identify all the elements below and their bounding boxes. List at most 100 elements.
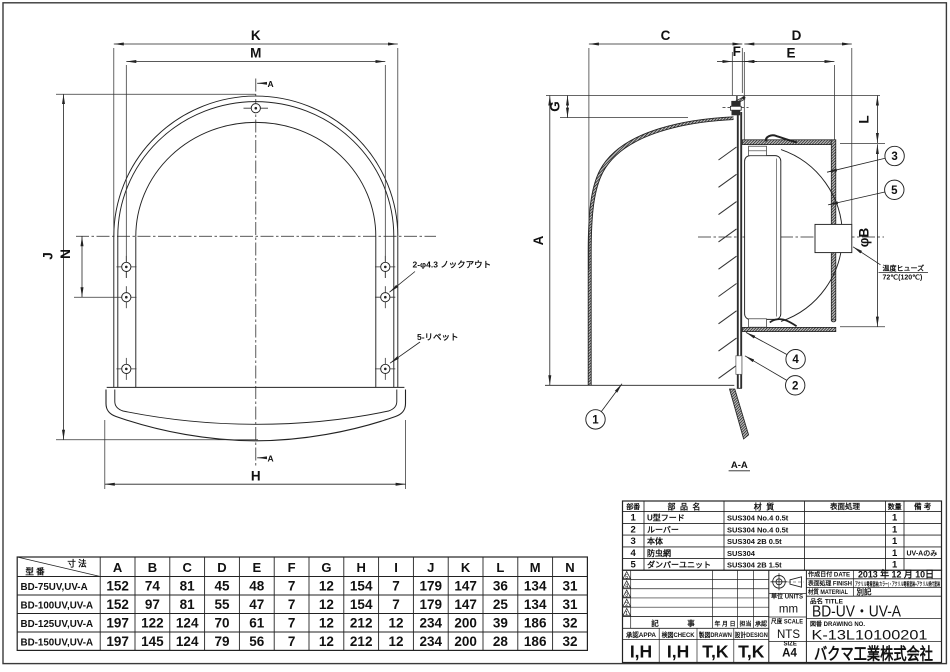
svg-text:T,K: T,K: [738, 642, 765, 662]
svg-text:ダンパーユニット: ダンパーユニット: [647, 560, 711, 570]
svg-text:製図DRAWN: 製図DRAWN: [698, 630, 732, 639]
svg-text:1: 1: [892, 560, 898, 571]
svg-text:バクマ工業株式会社: バクマ工業株式会社: [814, 644, 933, 664]
svg-text:1: 1: [592, 414, 599, 426]
svg-text:1: 1: [892, 513, 898, 524]
svg-text:7: 7: [392, 579, 400, 594]
svg-text:E: E: [252, 560, 261, 575]
svg-text:5-リベット: 5-リベット: [417, 332, 459, 342]
svg-text:材 質: 材 質: [754, 502, 774, 512]
svg-text:212: 212: [350, 634, 373, 649]
svg-text:1: 1: [892, 536, 898, 547]
svg-text:12: 12: [319, 597, 334, 612]
svg-text:温度ヒューズ: 温度ヒューズ: [883, 264, 925, 273]
svg-text:型 番: 型 番: [25, 567, 45, 577]
svg-text:4: 4: [792, 354, 799, 366]
svg-text:56: 56: [249, 634, 265, 649]
svg-text:1: 1: [631, 513, 637, 524]
svg-text:A: A: [113, 560, 123, 575]
svg-text:45: 45: [214, 579, 230, 594]
svg-text:I: I: [394, 560, 398, 575]
svg-text:32: 32: [562, 616, 577, 631]
svg-text:E: E: [786, 46, 795, 61]
svg-text:A-A: A-A: [731, 460, 748, 471]
svg-text:I,H: I,H: [667, 642, 689, 662]
svg-text:F: F: [733, 44, 741, 59]
svg-text:担当: 担当: [739, 620, 751, 628]
svg-text:N: N: [565, 560, 574, 575]
svg-text:BD-100UV,UV-A: BD-100UV,UV-A: [21, 601, 94, 612]
svg-text:234: 234: [420, 616, 443, 631]
svg-text:147: 147: [454, 579, 477, 594]
svg-text:SUS304 2B 0.5t: SUS304 2B 0.5t: [727, 537, 782, 546]
svg-text:UV-Aのみ: UV-Aのみ: [907, 549, 938, 557]
svg-text:H: H: [357, 560, 366, 575]
svg-text:47: 47: [249, 597, 264, 612]
svg-text:48: 48: [249, 579, 265, 594]
svg-text:アクリル電着塗装(カラー)・アクリル電着塗装+アクリル焼付塗: アクリル電着塗装(カラー)・アクリル電着塗装+アクリル焼付塗装: [855, 580, 940, 588]
svg-text:32: 32: [562, 634, 577, 649]
svg-text:134: 134: [524, 597, 547, 612]
svg-text:M: M: [530, 560, 541, 575]
svg-text:55: 55: [214, 597, 230, 612]
svg-text:A4: A4: [782, 648, 797, 660]
svg-text:200: 200: [454, 616, 477, 631]
svg-text:2: 2: [625, 602, 628, 608]
svg-text:7: 7: [288, 634, 296, 649]
svg-text:72℃(120℃): 72℃(120℃): [883, 274, 923, 282]
svg-text:79: 79: [214, 634, 229, 649]
svg-text:検図CHECK: 検図CHECK: [662, 630, 695, 639]
svg-text:1: 1: [625, 611, 628, 617]
svg-text:G: G: [321, 560, 331, 575]
svg-text:本体: 本体: [646, 536, 664, 546]
svg-text:134: 134: [524, 579, 547, 594]
svg-text:212: 212: [350, 616, 373, 631]
svg-text:SUS304 No.4 0.5t: SUS304 No.4 0.5t: [727, 525, 789, 534]
svg-text:179: 179: [420, 579, 443, 594]
svg-text:5: 5: [625, 574, 628, 580]
svg-text:mm: mm: [779, 604, 798, 616]
svg-text:3: 3: [625, 593, 628, 599]
svg-text:K: K: [251, 28, 261, 43]
svg-text:5: 5: [891, 185, 898, 197]
svg-text:A: A: [268, 453, 274, 463]
svg-text:1: 1: [892, 524, 898, 535]
svg-text:図番 DRAWING NO.: 図番 DRAWING NO.: [810, 620, 865, 628]
svg-text:ルーバー: ルーバー: [647, 525, 679, 534]
svg-text:M: M: [250, 46, 261, 61]
svg-text:表面処理 FINISH: 表面処理 FINISH: [807, 579, 852, 587]
svg-text:承認APPA: 承認APPA: [626, 630, 656, 639]
svg-text:61: 61: [249, 616, 265, 631]
svg-text:設計DESIGN: 設計DESIGN: [735, 630, 768, 639]
svg-text:7: 7: [392, 597, 400, 612]
svg-text:SUS304 No.4 0.5t: SUS304 No.4 0.5t: [727, 514, 789, 523]
svg-text:L: L: [857, 115, 872, 123]
svg-text:12: 12: [388, 634, 403, 649]
svg-text:12: 12: [319, 634, 334, 649]
svg-text:U型フード: U型フード: [647, 513, 685, 523]
svg-text:152: 152: [106, 597, 129, 612]
svg-text:作成日付 DATE: 作成日付 DATE: [808, 571, 850, 579]
svg-text:数量: 数量: [888, 502, 902, 511]
svg-text:表面処理: 表面処理: [830, 501, 860, 511]
svg-text:124: 124: [176, 634, 199, 649]
svg-text:197: 197: [106, 634, 129, 649]
svg-text:事: 事: [687, 618, 695, 628]
svg-text:J: J: [41, 252, 56, 260]
svg-text:1: 1: [892, 548, 898, 559]
svg-text:179: 179: [420, 597, 443, 612]
svg-text:K: K: [461, 560, 471, 575]
svg-text:12: 12: [388, 616, 403, 631]
svg-text:単位 UNITS: 単位 UNITS: [771, 593, 803, 601]
svg-text:B: B: [148, 560, 157, 575]
svg-text:25: 25: [493, 597, 509, 612]
svg-text:K-13L10100201: K-13L10100201: [812, 626, 928, 642]
svg-text:31: 31: [562, 597, 578, 612]
svg-text:3: 3: [631, 536, 636, 547]
svg-text:36: 36: [493, 579, 509, 594]
svg-text:200: 200: [454, 634, 477, 649]
svg-text:A: A: [268, 79, 274, 89]
svg-text:234: 234: [420, 634, 443, 649]
svg-text:186: 186: [524, 634, 547, 649]
svg-text:J: J: [427, 560, 434, 575]
